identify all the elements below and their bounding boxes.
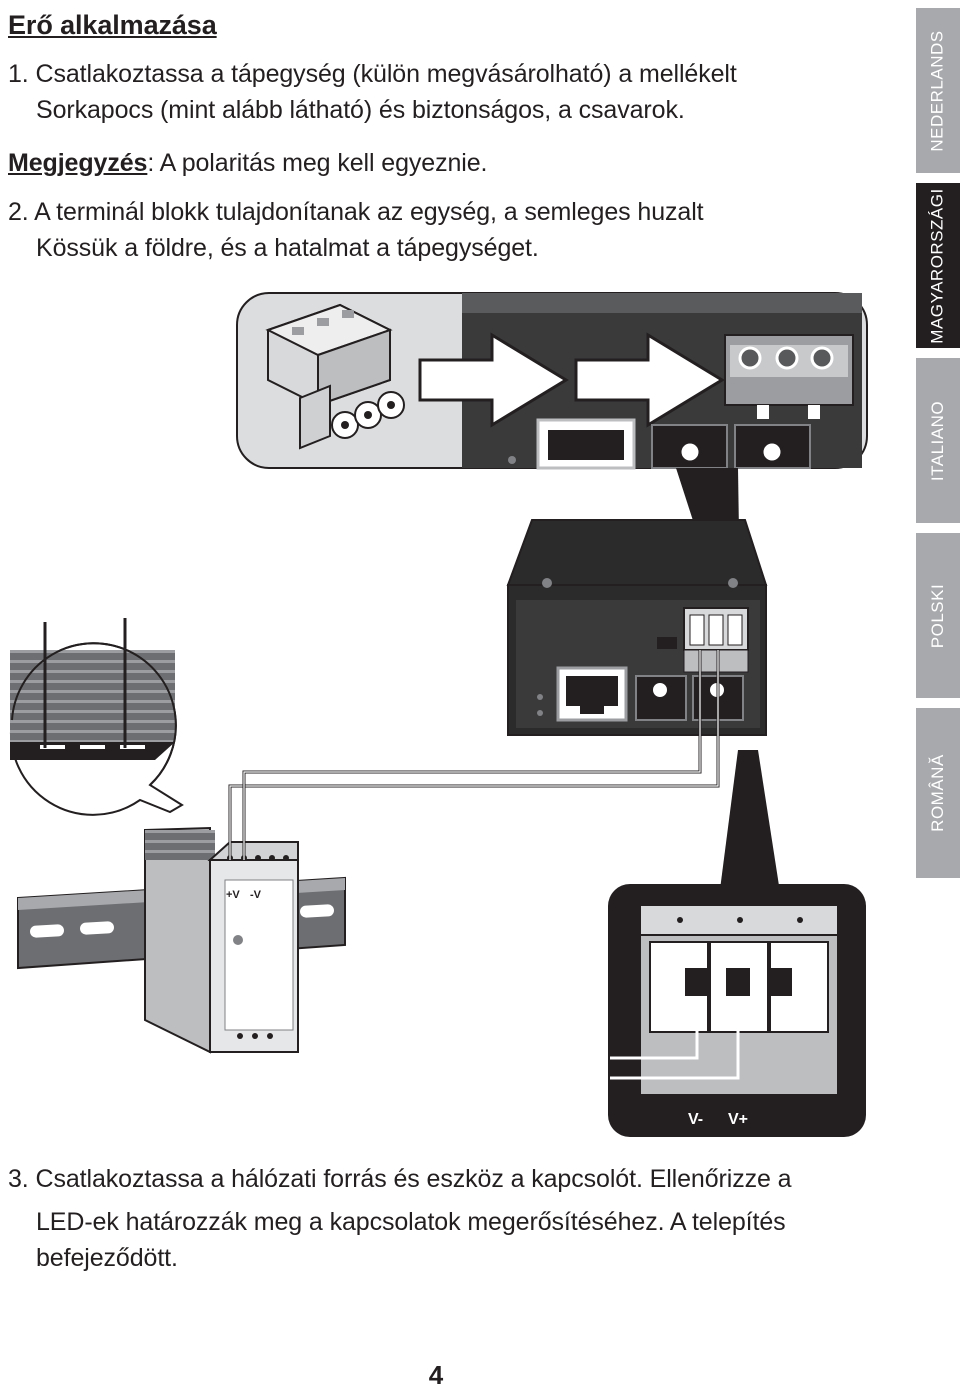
step-3-line-2: LED-ek határozzák meg a kapcsolatok mege…: [8, 1205, 786, 1239]
lang-tab-polski[interactable]: POLSKI: [916, 533, 960, 698]
step-2-line-2-text: Kössük a földre, és a hatalmat a tápegys…: [36, 234, 539, 262]
terminal-plus-label: V+: [728, 1111, 748, 1128]
media-converter-device: [506, 519, 768, 736]
step-2-line-2: Kössük a földre, és a hatalmat a tápegys…: [8, 231, 539, 265]
step-3-line-2-text: LED-ek határozzák meg a kapcsolatok mege…: [36, 1208, 786, 1236]
psu-minus-label: -V: [250, 889, 262, 901]
section-heading: Erő alkalmazása: [8, 10, 217, 40]
lang-tab-label: POLSKI: [928, 583, 948, 648]
lang-tab-italiano[interactable]: ITALIANO: [916, 358, 960, 523]
lang-tab-magyarorszagi[interactable]: MAGYARORSZÁGI: [916, 183, 960, 348]
power-supply-unit: +V -V: [144, 826, 299, 1054]
arrow-icon: [418, 332, 569, 428]
step-3-line-1: 3. Csatlakoztassa a hálózati forrás és e…: [8, 1165, 792, 1193]
step-2-line-1: 2. A terminál blokk tulajdonítanak az eg…: [8, 198, 704, 226]
lang-tab-label: MAGYARORSZÁGI: [928, 187, 947, 344]
page-number: 4: [428, 1360, 444, 1390]
step-1-line-2: Sorkapocs (mint alább látható) és bizton…: [8, 93, 685, 127]
step-1-line-1: 1. Csatlakoztassa a tápegység (külön meg…: [8, 60, 737, 88]
lang-tab-nederlands[interactable]: NEDERLANDS: [916, 8, 960, 173]
power-wiring-illustration: +V -V V- V+: [10, 292, 868, 1137]
note-label: Megjegyzés: [8, 149, 148, 177]
step-1-line-2-text: Sorkapocs (mint alább látható) és bizton…: [36, 96, 685, 124]
callout-pointer: [718, 750, 782, 905]
step-3-line-3: befejeződött.: [8, 1241, 178, 1275]
note-text: : A polaritás meg kell egyeznie.: [147, 149, 488, 177]
step-3-line-3-text: befejeződött.: [36, 1244, 178, 1272]
terminal-closeup-panel: V- V+: [608, 884, 866, 1137]
lang-tab-romana[interactable]: ROMÂNĂ: [916, 708, 960, 878]
terminal-minus-label: V-: [688, 1111, 703, 1128]
device-closeup: [508, 334, 854, 470]
note: Megjegyzés: A polaritás meg kell egyezni…: [8, 146, 488, 180]
power-wires: [228, 650, 720, 860]
psu-plus-label: +V: [226, 889, 240, 901]
lang-tab-label: NEDERLANDS: [928, 29, 948, 152]
arrow-icon: [574, 332, 725, 428]
din-rail-detail: [10, 618, 184, 816]
lang-tab-label: ROMÂNĂ: [928, 754, 947, 832]
lang-tab-label: ITALIANO: [928, 400, 948, 481]
terminal-block-plug-icon: [265, 303, 405, 450]
